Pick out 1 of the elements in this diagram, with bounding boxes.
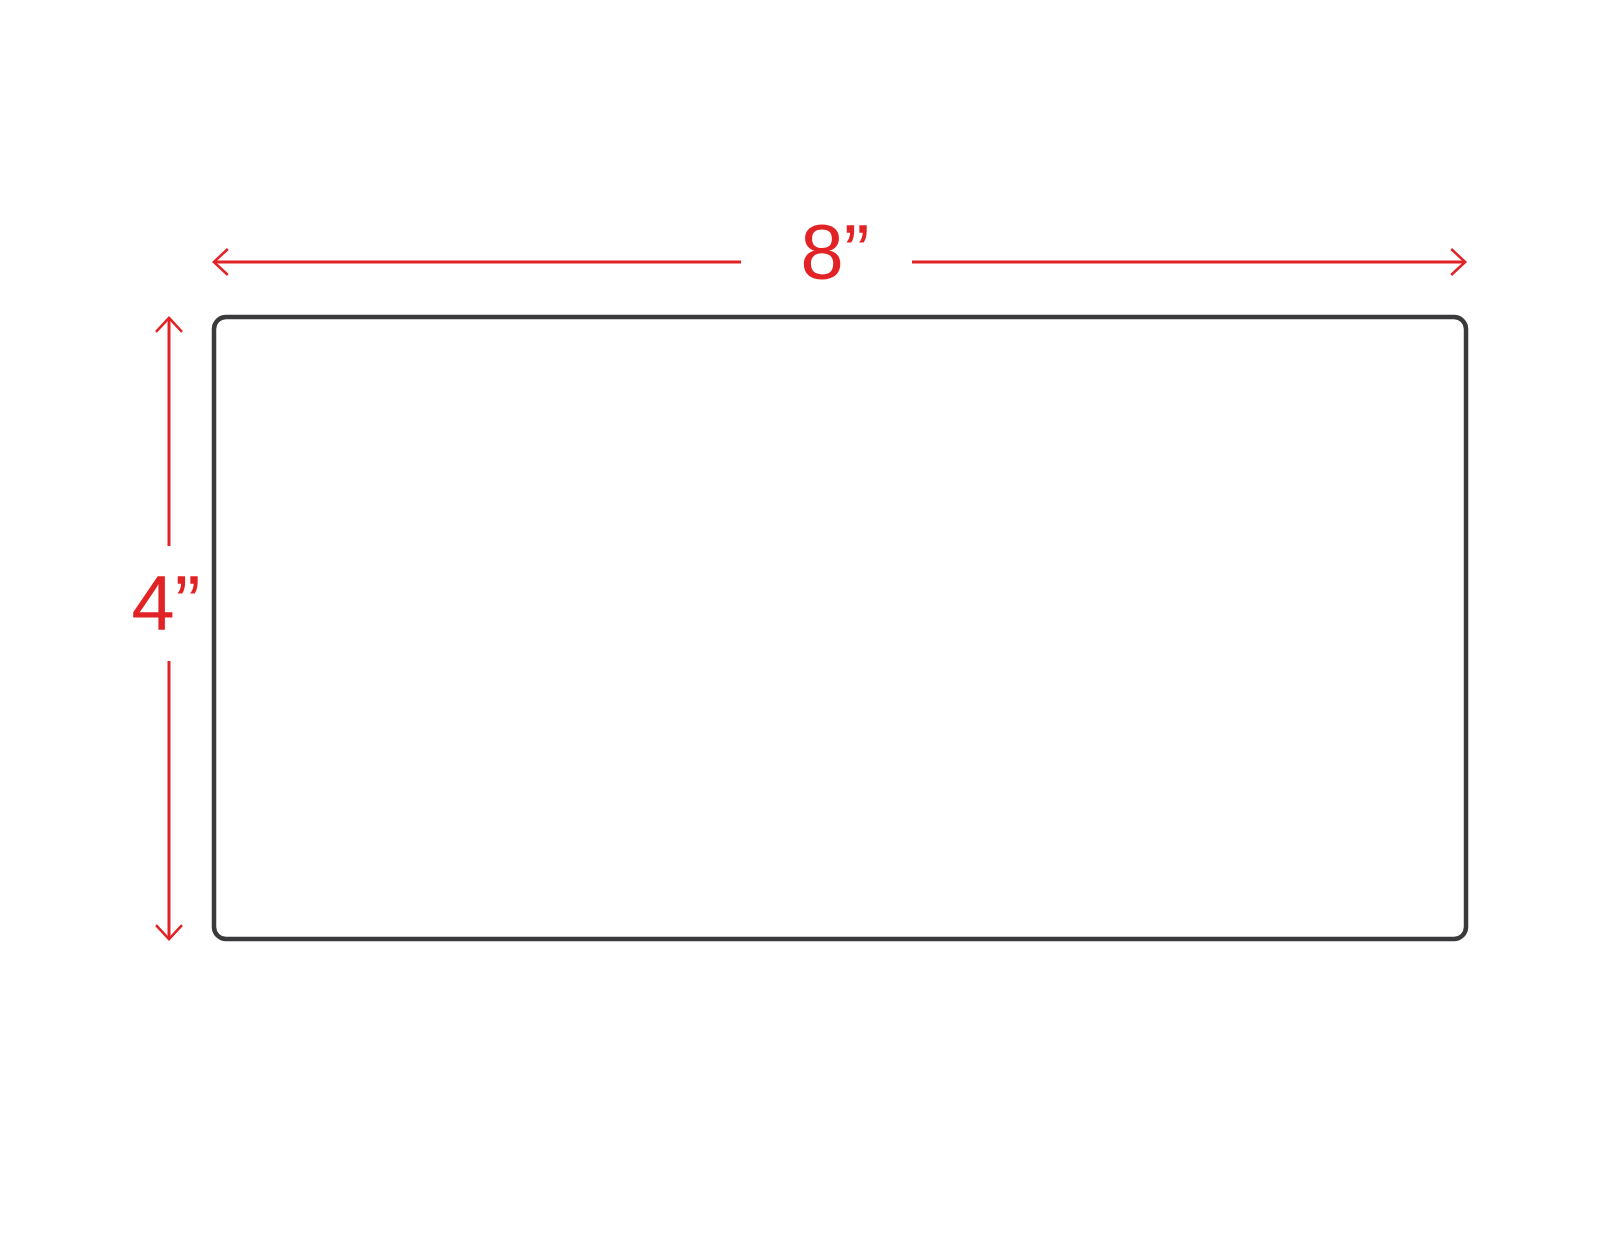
label-outline (211, 314, 1469, 942)
